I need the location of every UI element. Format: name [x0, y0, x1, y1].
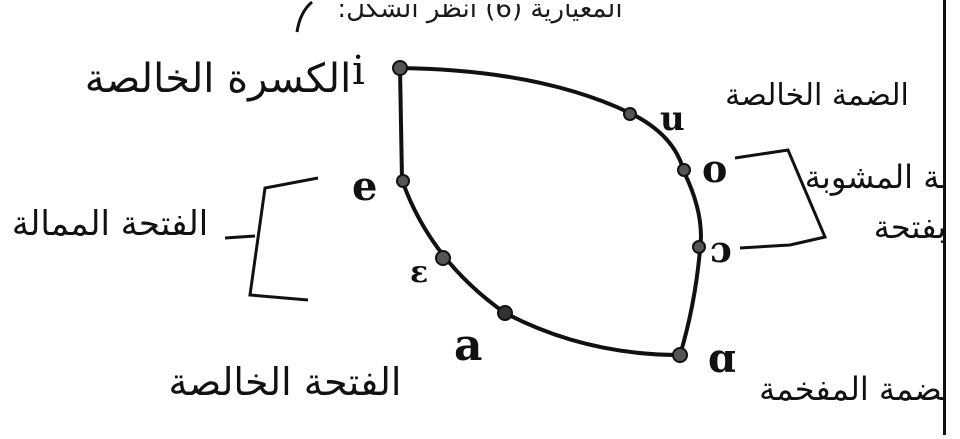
point-e [396, 174, 410, 188]
annotation-mid-back-2: بفتحة [874, 208, 947, 246]
front-bracket-tick [224, 234, 256, 240]
annotation-close-back: الضمة الخالصة [725, 78, 909, 113]
annotation-mid-front: الفتحة الممالة [12, 204, 208, 244]
label-o: o [702, 146, 727, 191]
point-u [623, 107, 637, 121]
point-a-back [672, 347, 688, 363]
label-e: e [352, 163, 377, 210]
front-vowel-arc [398, 66, 682, 357]
page-edge-rule [943, 0, 960, 435]
label-open-o: ɔ [710, 229, 732, 271]
label-a-front: a [454, 320, 483, 371]
point-open-o [692, 240, 706, 254]
annotation-close-front: الكسرة الخالصة [85, 56, 351, 102]
label-open-e: ε [410, 255, 428, 290]
point-open-e [435, 250, 451, 266]
caption-stroke [295, 0, 313, 33]
back-vowel-arc [398, 66, 703, 357]
annotation-open-back: الضمة المفخمة [759, 370, 960, 408]
label-i: i [352, 48, 365, 94]
point-a-front [497, 305, 513, 321]
label-a-back: ɑ [708, 335, 736, 382]
label-u: u [660, 99, 685, 139]
point-o [677, 163, 691, 177]
front-bracket [248, 176, 319, 302]
annotation-mid-back-1: الضمة المشوبة [805, 158, 960, 196]
page-caption: المعيارية (6) انظر الشكل: [337, 0, 623, 24]
back-bracket [734, 148, 828, 250]
point-i [392, 60, 408, 76]
annotation-open-front: الفتحة الخالصة [169, 360, 402, 404]
